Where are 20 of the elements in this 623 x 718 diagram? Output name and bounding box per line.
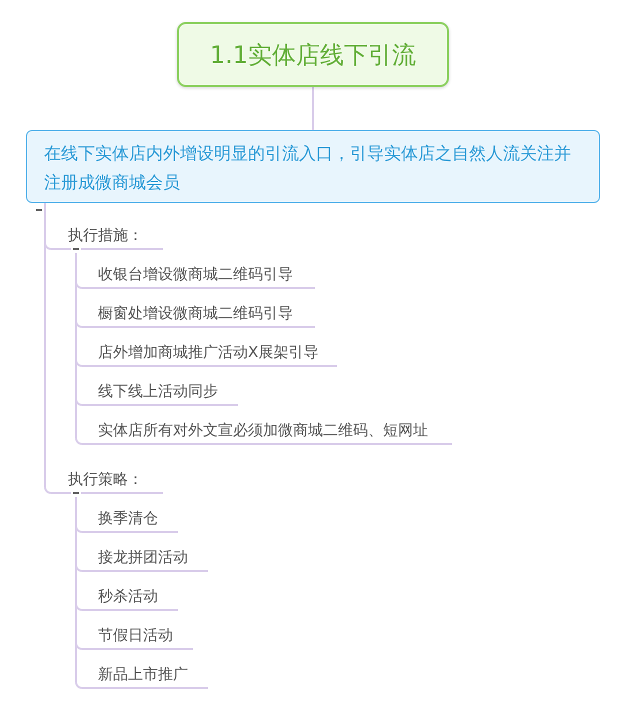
- leaf-label: 接龙拼团活动: [98, 547, 188, 568]
- branch-label: 执行措施：: [68, 225, 143, 246]
- leaf-label: 店外增加商城推广活动X展架引导: [98, 342, 318, 363]
- topic-text: 在线下实体店内外增设明显的引流入口，引导实体店之自然人流关注并注册成微商城会员: [44, 143, 572, 195]
- leaf-label: 橱窗处增设微商城二维码引导: [98, 303, 293, 324]
- root-topic-box: [177, 22, 449, 87]
- leaf-label: 节假日活动: [98, 625, 173, 646]
- connector-line: [75, 496, 83, 689]
- leaf-label: 收银台增设微商城二维码引导: [98, 264, 293, 285]
- leaf-label: 线下线上活动同步: [98, 381, 218, 402]
- leaf-label: 换季清仓: [98, 508, 158, 529]
- main-topic-box: [26, 130, 600, 203]
- connector-line: [44, 202, 52, 494]
- topic-title: 1.1实体店线下引流: [210, 40, 416, 70]
- leaf-label: 实体店所有对外文宣必须加微商城二维码、短网址: [98, 420, 428, 441]
- connector-line: [75, 252, 83, 445]
- leaf-label: 新品上市推广: [98, 664, 188, 685]
- connector-line: [312, 87, 314, 130]
- branch-label: 执行策略：: [68, 469, 143, 490]
- leaf-label: 秒杀活动: [98, 586, 158, 607]
